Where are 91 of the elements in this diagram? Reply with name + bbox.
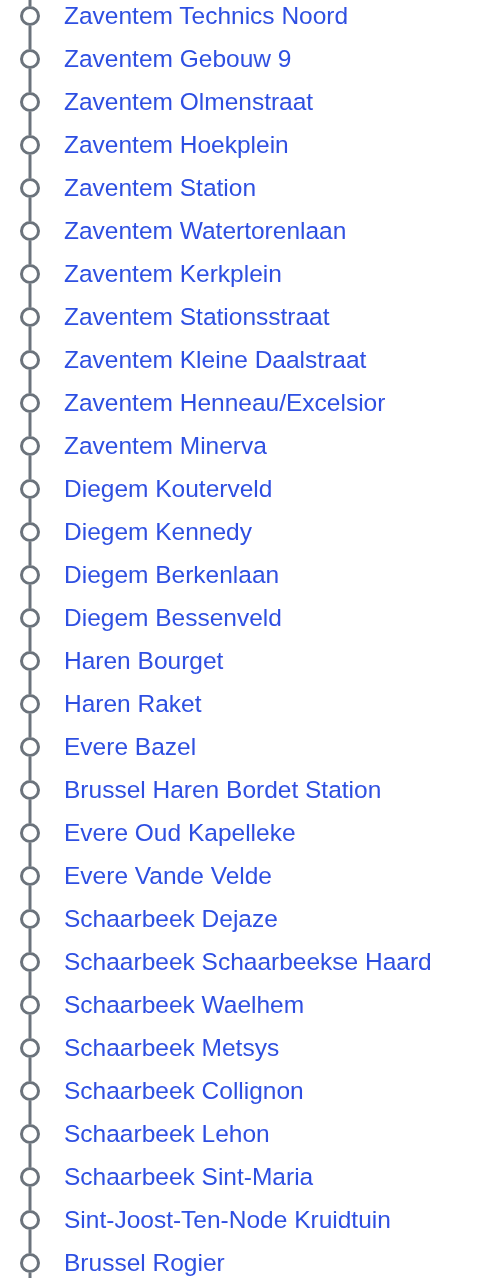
stop-link: Schaarbeek Dejaze [64, 904, 278, 934]
stop-marker [20, 1210, 40, 1230]
route-line [28, 1015, 32, 1038]
route-line [28, 327, 32, 350]
stop-link: Schaarbeek Waelhem [64, 990, 305, 1020]
route-line [28, 843, 32, 866]
route-line [28, 1230, 32, 1253]
route-line [28, 628, 32, 651]
stop-marker [20, 6, 40, 26]
route-line [28, 456, 32, 479]
route-line [28, 155, 32, 178]
stop-link: Diegem Berkenlaan [64, 560, 280, 590]
stop-marker [20, 307, 40, 327]
stop-link: Zaventem Henneau/Excelsior [64, 388, 386, 418]
stop-marker [20, 436, 40, 456]
stop-link: Diegem Kouterveld [64, 474, 273, 504]
stop-link: Schaarbeek Metsys [64, 1033, 280, 1063]
stop-link: Evere Bazel [64, 732, 197, 762]
stop-link: Zaventem Stationsstraat [64, 302, 330, 332]
stop-marker [20, 135, 40, 155]
stop-marker [20, 694, 40, 714]
stop-link: Sint-Joost-Ten-Node Kruidtuin [64, 1205, 391, 1235]
stop-marker [20, 1124, 40, 1144]
route-line [28, 542, 32, 565]
route-line [28, 800, 32, 823]
stop-marker [20, 522, 40, 542]
stop-link: Zaventem Minerva [64, 431, 267, 461]
route-line [28, 972, 32, 995]
route-line [28, 1101, 32, 1124]
stop-link: Haren Bourget [64, 646, 224, 676]
stop-marker [20, 1038, 40, 1058]
stop-marker [20, 350, 40, 370]
stop-marker [20, 49, 40, 69]
stop-marker [20, 952, 40, 972]
stop-marker [20, 737, 40, 757]
stop-link: Schaarbeek Sint-Maria [64, 1162, 314, 1192]
stop-marker [20, 479, 40, 499]
stop-link: Evere Oud Kapelleke [64, 818, 296, 848]
stop-link: Zaventem Hoekplein [64, 130, 289, 160]
stop-marker [20, 651, 40, 671]
stop-marker [20, 823, 40, 843]
route-line [28, 241, 32, 264]
stop-marker [20, 1081, 40, 1101]
stop-marker [20, 565, 40, 585]
stop-link: Schaarbeek Lehon [64, 1119, 270, 1149]
stop-link: Diegem Kennedy [64, 517, 252, 547]
route-line [28, 26, 32, 49]
stop-link: Zaventem Olmenstraat [64, 87, 314, 117]
stop-marker [20, 995, 40, 1015]
route-line [28, 1187, 32, 1210]
stop-link: Zaventem Kerkplein [64, 259, 282, 289]
stop-link: Schaarbeek Collignon [64, 1076, 304, 1106]
route-line [28, 413, 32, 436]
stop-marker [20, 780, 40, 800]
stop-marker [20, 866, 40, 886]
stop-link: Zaventem Technics Noord [64, 1, 349, 31]
route-line [28, 585, 32, 608]
stop-link: Brussel Rogier [64, 1248, 225, 1278]
route-line [28, 112, 32, 135]
stop-marker [20, 608, 40, 628]
stop-marker [20, 1167, 40, 1187]
stop-link: Zaventem Gebouw 9 [64, 44, 292, 74]
route-line [28, 886, 32, 909]
stop-link: Zaventem Watertorenlaan [64, 216, 347, 246]
route-line [28, 714, 32, 737]
route-line [28, 370, 32, 393]
stop-link: Diegem Bessenveld [64, 603, 282, 633]
route-line [28, 671, 32, 694]
stop-marker [20, 264, 40, 284]
stop-link: Zaventem Kleine Daalstraat [64, 345, 367, 375]
stop-marker [20, 92, 40, 112]
stop-marker [20, 178, 40, 198]
route-line [28, 1144, 32, 1167]
route-line [28, 1273, 32, 1278]
stop-marker [20, 1253, 40, 1273]
stop-link: Schaarbeek Schaarbeekse Haard [64, 947, 432, 977]
stop-marker [20, 909, 40, 929]
stop-link: Brussel Haren Bordet Station [64, 775, 382, 805]
route-line [28, 757, 32, 780]
stop-marker [20, 393, 40, 413]
route-line [28, 499, 32, 522]
stop-link: Evere Vande Velde [64, 861, 272, 891]
route-line [28, 198, 32, 221]
route-line [28, 69, 32, 92]
stop-marker [20, 221, 40, 241]
route-line [28, 0, 32, 6]
route-line [28, 1058, 32, 1081]
stop-link: Haren Raket [64, 689, 202, 719]
route-line [28, 929, 32, 952]
route-line [28, 284, 32, 307]
stop-link: Zaventem Station [64, 173, 257, 203]
